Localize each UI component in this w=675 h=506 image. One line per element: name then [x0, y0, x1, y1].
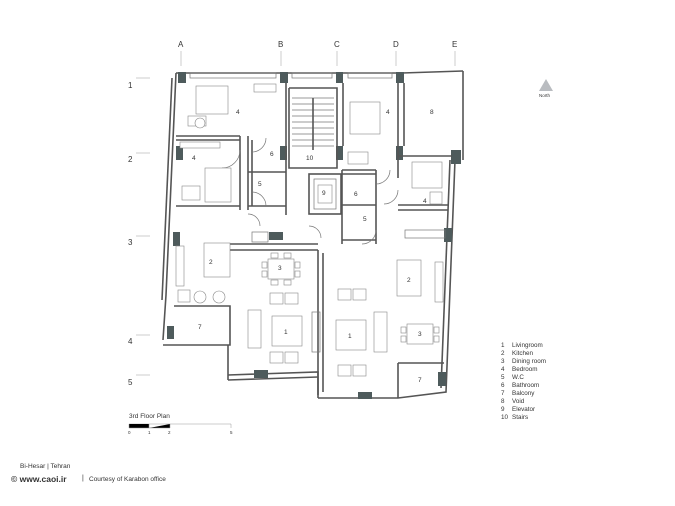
column [254, 370, 268, 378]
column [178, 72, 186, 83]
bed [204, 167, 232, 203]
room-number: 1 [284, 329, 288, 336]
plan-title-block: 3rd Floor Plan 0 1 2 5 [128, 413, 233, 435]
column [396, 72, 404, 83]
coffee-table [335, 319, 367, 351]
stair-treads [292, 97, 334, 150]
room-number: 9 [322, 190, 326, 197]
room-number: 6 [270, 151, 274, 158]
grid-label-a: A [178, 40, 184, 49]
column [176, 146, 183, 160]
scale-tick: 0 [128, 430, 131, 435]
kitchen-island [203, 242, 231, 278]
room-number: 5 [363, 216, 367, 223]
column [167, 326, 174, 339]
grid-label-2: 2 [128, 155, 133, 164]
room-number: 5 [258, 181, 262, 188]
column [280, 72, 288, 83]
room-number: 4 [386, 109, 390, 116]
interior-walls [163, 83, 452, 398]
column [269, 232, 283, 240]
sofa [247, 309, 262, 349]
grid-row-labels: 1 2 3 4 5 [128, 77, 150, 387]
grid-label-e: E [452, 40, 457, 49]
room-number: 1 [348, 333, 352, 340]
room-number: 2 [209, 259, 213, 266]
column [280, 146, 287, 160]
structural-columns [167, 72, 461, 399]
room-numbers: 4 4 6 5 10 9 4 8 6 5 4 2 3 2 1 1 3 7 7 [192, 109, 434, 384]
column [438, 372, 446, 386]
window-strips [189, 72, 446, 353]
dining-table [267, 258, 295, 280]
plan-title: 3rd Floor Plan [129, 413, 170, 420]
column [173, 232, 180, 246]
room-number: 2 [407, 277, 411, 284]
bed [195, 85, 229, 115]
grid-column-labels: A B C D E [178, 40, 457, 66]
room-number: 7 [418, 377, 422, 384]
north-label: North [539, 93, 551, 98]
kitchen-island [396, 259, 422, 297]
column [336, 146, 343, 160]
brand-link[interactable]: © www.caoi.ir [11, 474, 67, 484]
north-arrow: North [539, 79, 553, 98]
scale-tick: 2 [168, 430, 171, 435]
grid-label-3: 3 [128, 238, 133, 247]
footer-separator: | [82, 475, 84, 482]
grid-label-4: 4 [128, 337, 133, 346]
furniture [175, 83, 444, 377]
bed [349, 101, 381, 135]
grid-label-d: D [393, 40, 399, 49]
room-number: 6 [354, 191, 358, 198]
grid-label-b: B [278, 40, 283, 49]
grid-label-c: C [334, 40, 340, 49]
column [396, 146, 403, 160]
room-number: 3 [278, 265, 282, 272]
room-number: 4 [192, 155, 196, 162]
scale-tick: 5 [230, 430, 233, 435]
room-number: 10 [306, 155, 314, 162]
door-swings [221, 137, 399, 245]
room-number: 8 [430, 109, 434, 116]
room-number: 3 [418, 331, 422, 338]
column [444, 228, 452, 242]
credit-text: Courtesy of Karabon office [89, 476, 166, 483]
north-arrow-icon [539, 79, 553, 91]
column [451, 150, 461, 164]
project-caption: Bi-Hesar | Tehran [20, 463, 71, 470]
dining-table [406, 323, 434, 345]
sofa [373, 311, 388, 353]
bed [411, 161, 443, 189]
scale-tick: 1 [148, 430, 151, 435]
grid-label-5: 5 [128, 378, 133, 387]
grid-label-1: 1 [128, 81, 133, 90]
column [336, 72, 343, 83]
room-number: 4 [423, 198, 427, 205]
column [358, 392, 372, 399]
room-number: 4 [236, 109, 240, 116]
coffee-table [271, 315, 303, 347]
room-number: 7 [198, 324, 202, 331]
